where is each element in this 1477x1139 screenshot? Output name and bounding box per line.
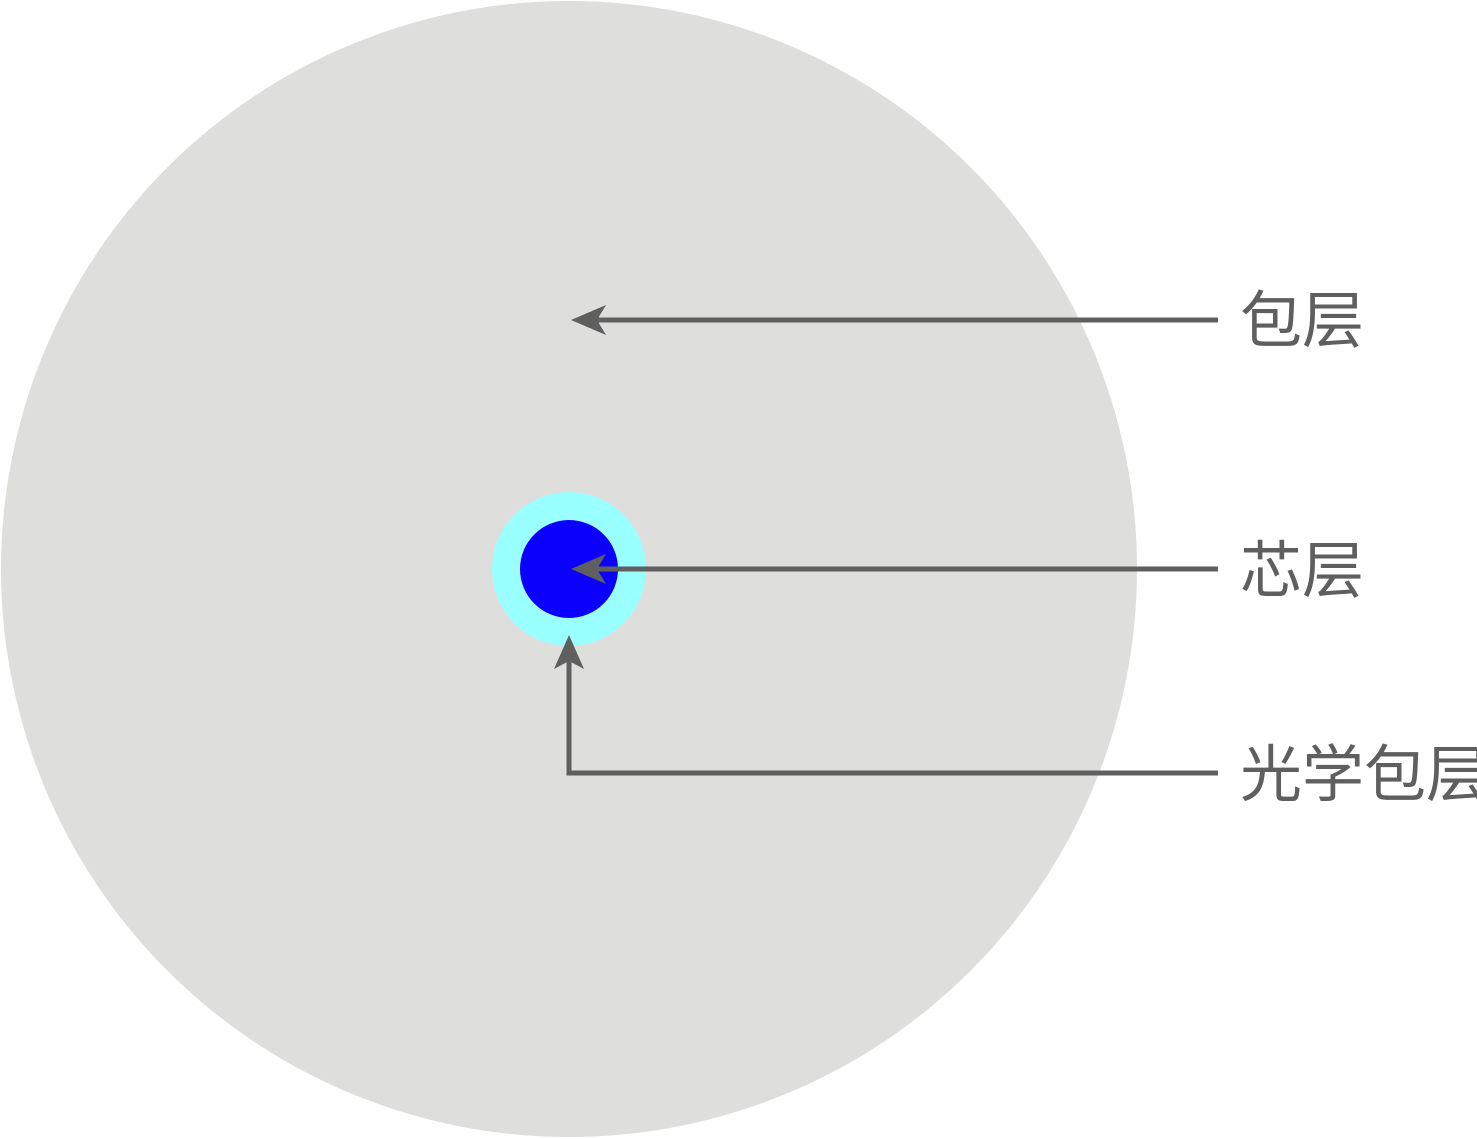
optical-cladding-label: 光学包层	[1240, 738, 1477, 811]
core-disk	[520, 520, 618, 618]
cladding-leader	[571, 305, 1218, 335]
cladding-label: 包层	[1240, 284, 1364, 357]
core-label: 芯层	[1240, 534, 1364, 607]
core-leader	[571, 554, 1218, 584]
optical-cladding-leader	[554, 635, 1218, 776]
